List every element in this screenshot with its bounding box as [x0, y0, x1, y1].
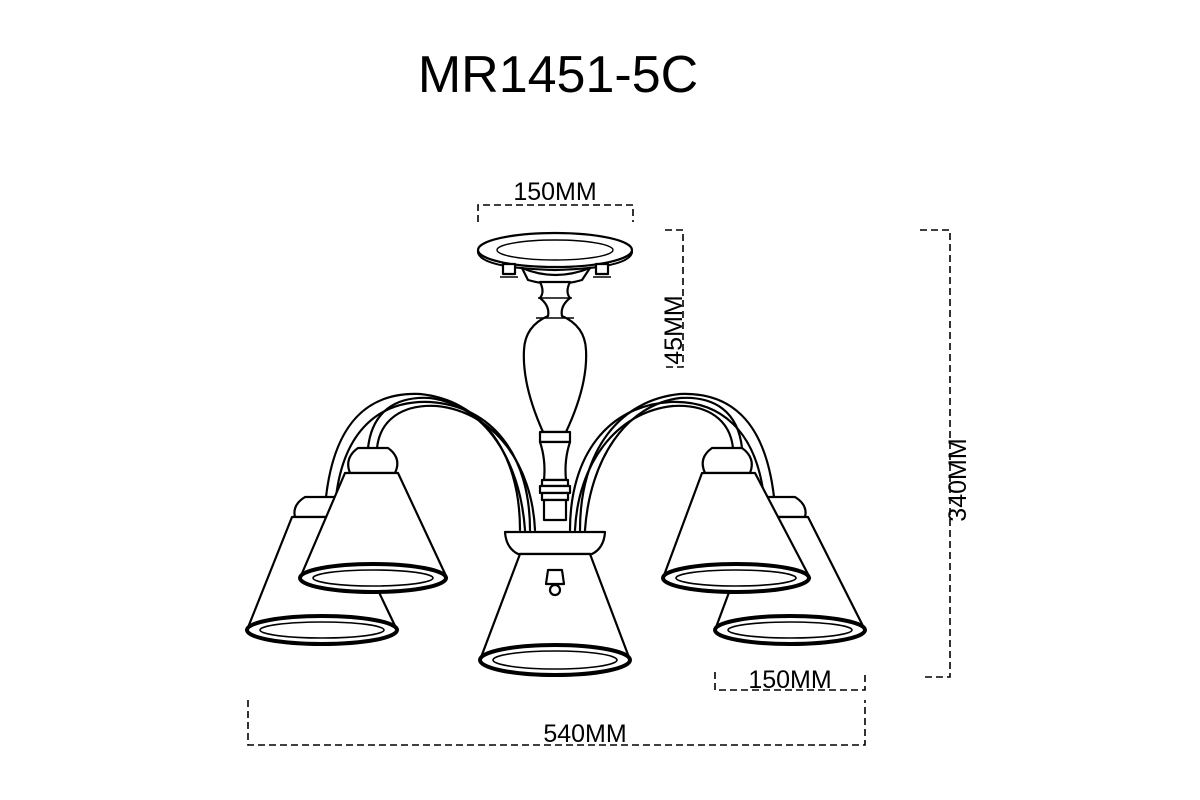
ceiling-canopy — [476, 231, 634, 286]
dimension-label-total-width: 540MM — [543, 720, 626, 748]
lamp-shade-inner-right — [661, 446, 812, 594]
lamp-shade-center — [478, 530, 632, 677]
dimension-total-width: 540MM — [247, 700, 866, 748]
central-stem — [522, 280, 588, 522]
dimension-label-canopy-width: 150MM — [513, 178, 596, 206]
dimension-label-shade-width: 150MM — [748, 666, 831, 694]
model-title: MR1451-5C — [418, 46, 698, 104]
arms-left — [324, 392, 537, 532]
arms-right — [568, 392, 776, 532]
dimension-canopy-height: 45MM — [660, 229, 688, 368]
dimension-total-height: 340MM — [920, 229, 972, 678]
lamp-shade-inner-left — [298, 446, 449, 594]
dimension-shade-width: 150MM — [714, 666, 866, 694]
dimension-canopy-width: 150MM — [477, 178, 634, 222]
dimension-label-canopy-height: 45MM — [660, 295, 688, 364]
dimension-label-total-height: 340MM — [944, 438, 972, 521]
